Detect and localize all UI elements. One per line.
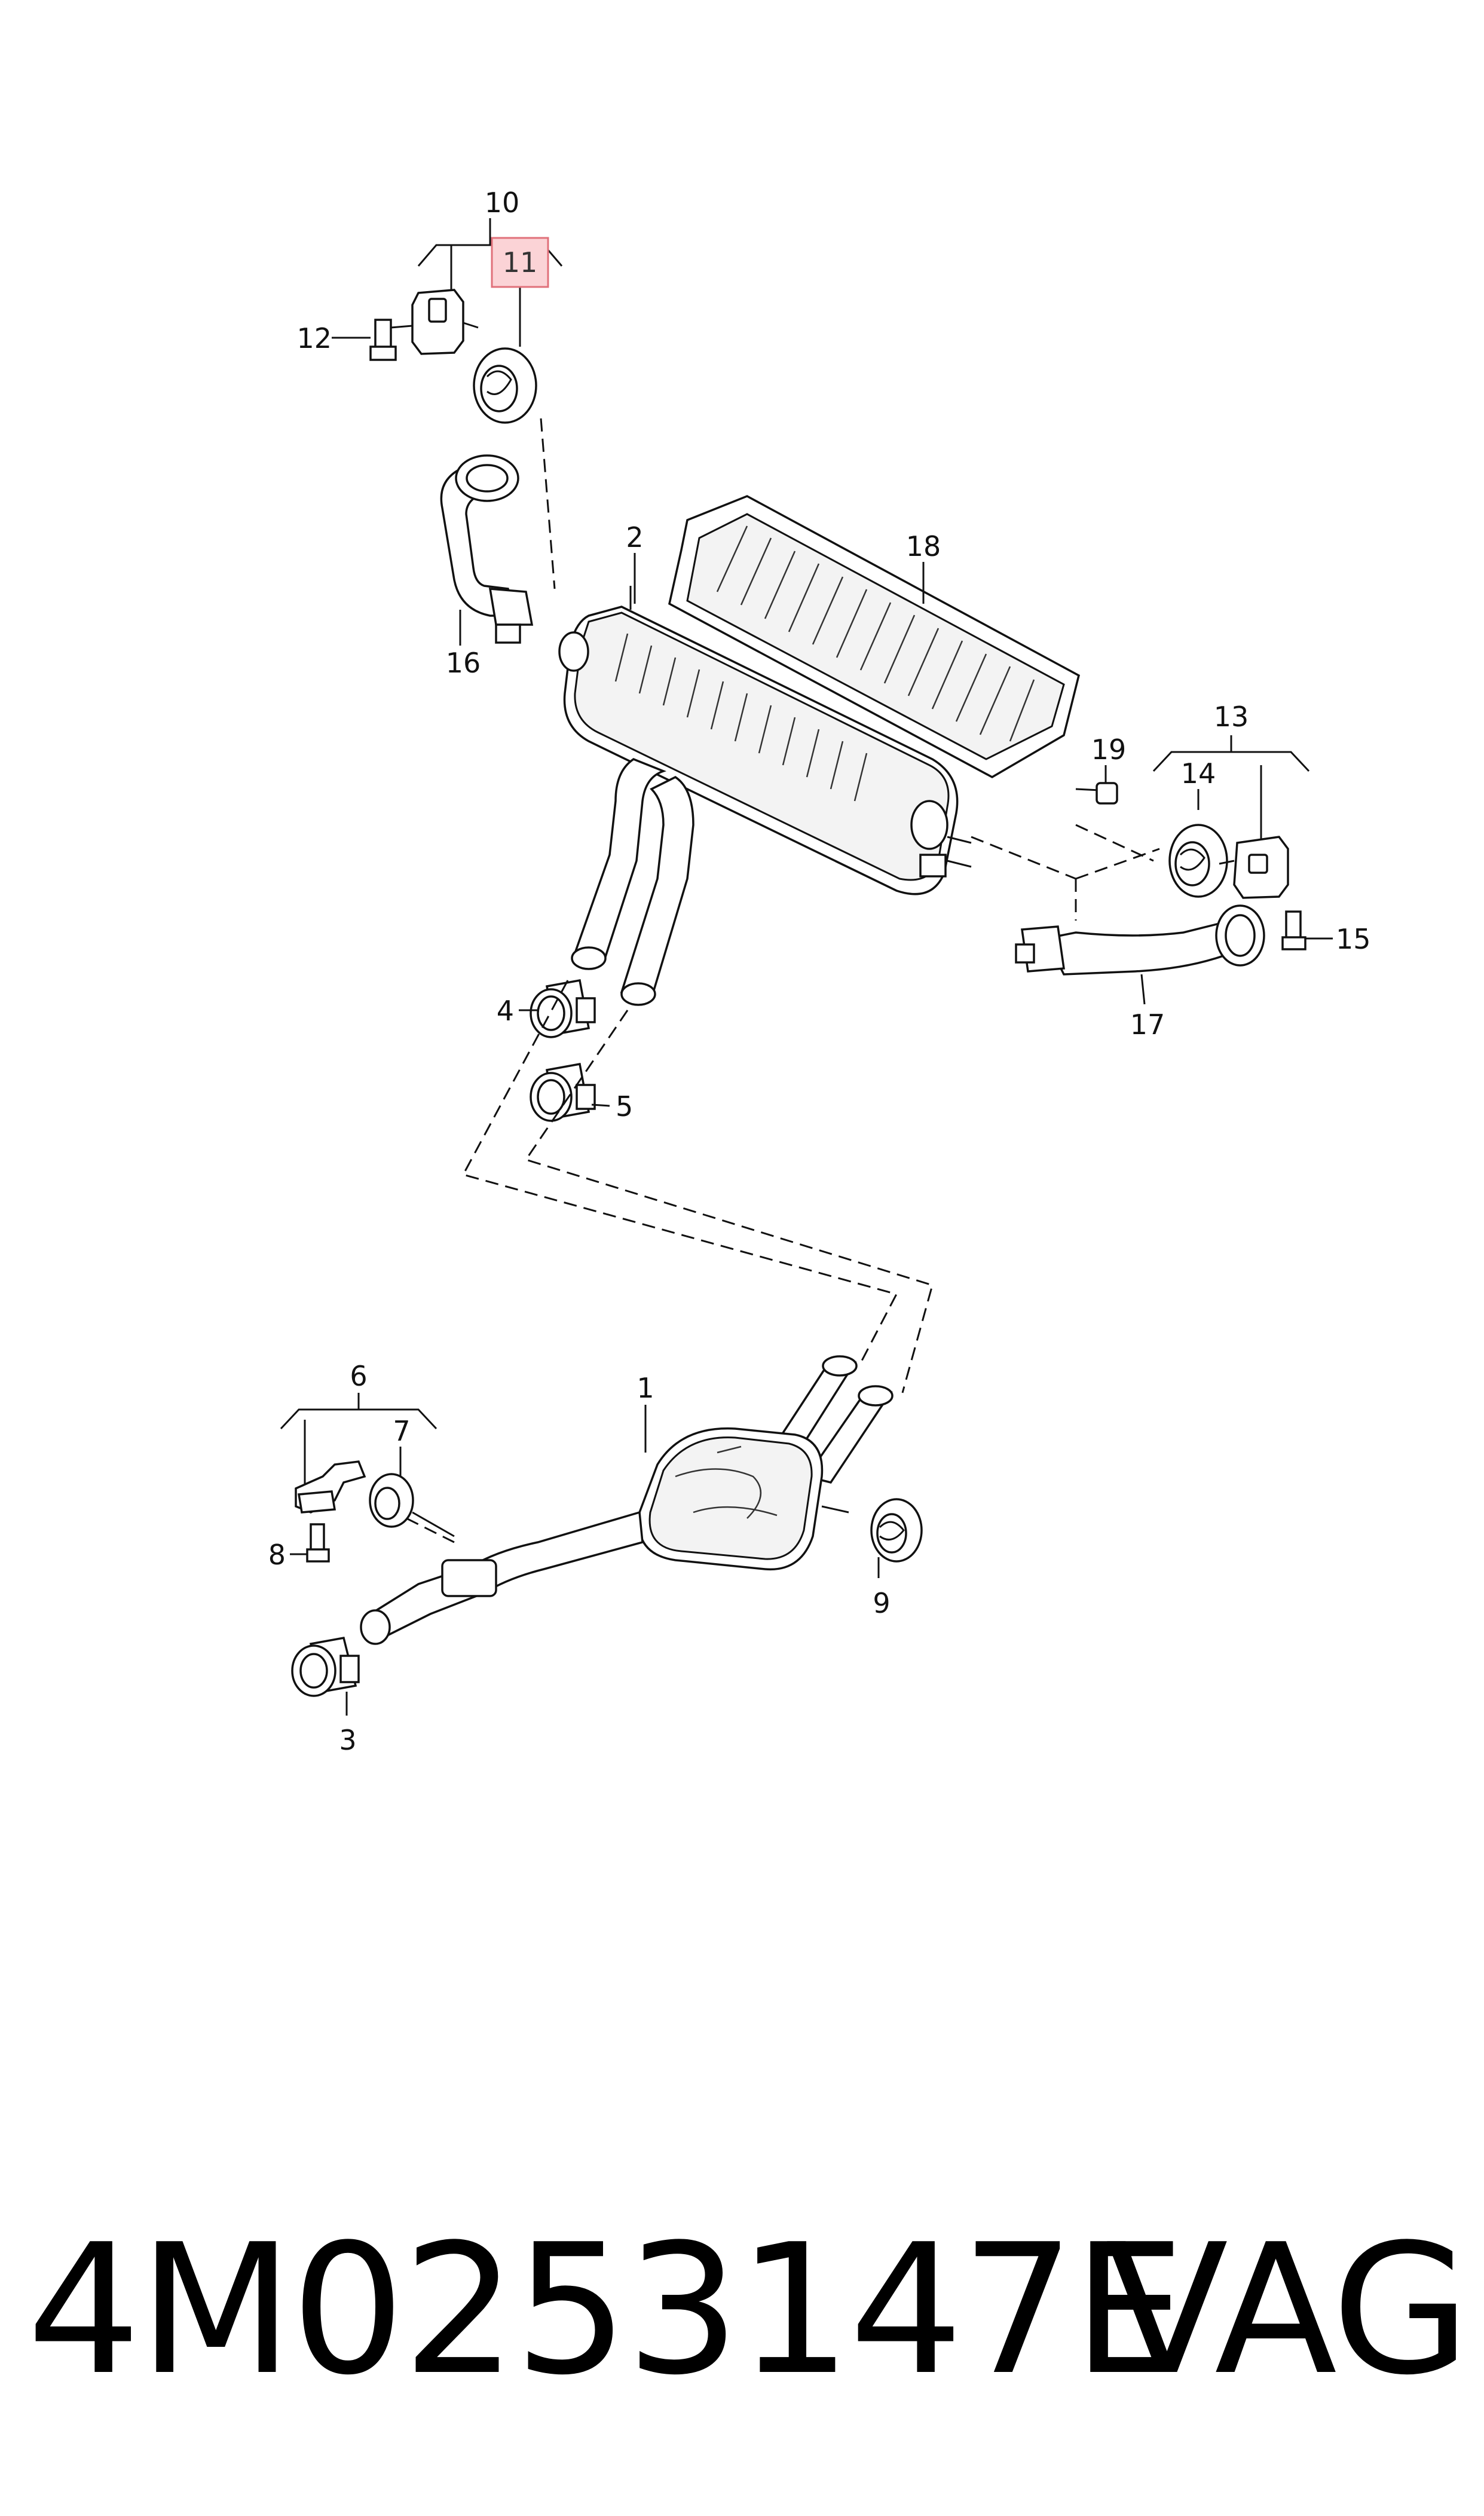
footer: 4M0253147E VAG xyxy=(0,2212,1484,2409)
callout-4: 4 xyxy=(497,995,514,1027)
bolt-19 xyxy=(1075,765,1154,862)
callout-15: 15 xyxy=(1336,923,1371,955)
brand-label: VAG xyxy=(1106,2206,1470,2414)
callout-14: 14 xyxy=(1181,757,1216,790)
rubber-mount-11 xyxy=(473,287,537,424)
rubber-mount-9 xyxy=(870,1498,923,1578)
callout-10: 10 xyxy=(485,187,520,219)
callout-16: 16 xyxy=(446,647,481,679)
front-silencer-1 xyxy=(360,1355,894,1645)
callout-7: 7 xyxy=(393,1415,410,1447)
callout-3: 3 xyxy=(339,1724,356,1756)
callout-18: 18 xyxy=(906,530,941,562)
callout-6: 6 xyxy=(350,1360,367,1392)
callout-8: 8 xyxy=(268,1539,286,1571)
clamp-3 xyxy=(291,1636,360,1716)
callout-5: 5 xyxy=(616,1090,633,1123)
callout-1: 1 xyxy=(637,1372,654,1404)
callout-9: 9 xyxy=(873,1587,890,1619)
heat-shield-18 xyxy=(668,495,1081,779)
pipe-17 xyxy=(1015,904,1265,1005)
bolt-12 xyxy=(332,319,413,361)
hanger-assembly-10 xyxy=(332,218,563,589)
inlet-pipe-16 xyxy=(440,454,534,646)
callout-19: 19 xyxy=(1091,733,1127,766)
highlight-box xyxy=(491,237,549,288)
callout-17: 17 xyxy=(1130,1008,1165,1041)
callout-2: 2 xyxy=(626,521,643,554)
clamp-5 xyxy=(530,1062,610,1122)
rear-silencer-2 xyxy=(558,553,1076,1006)
clamp-4 xyxy=(519,979,596,1038)
callout-11: 11 xyxy=(503,246,538,279)
hanger-assembly-13 xyxy=(1075,735,1333,950)
hanger-assembly-6 xyxy=(280,1393,455,1563)
callout-12: 12 xyxy=(296,322,332,354)
part-number: 4M0253147E xyxy=(27,2206,1186,2414)
callout-13: 13 xyxy=(1214,701,1249,733)
